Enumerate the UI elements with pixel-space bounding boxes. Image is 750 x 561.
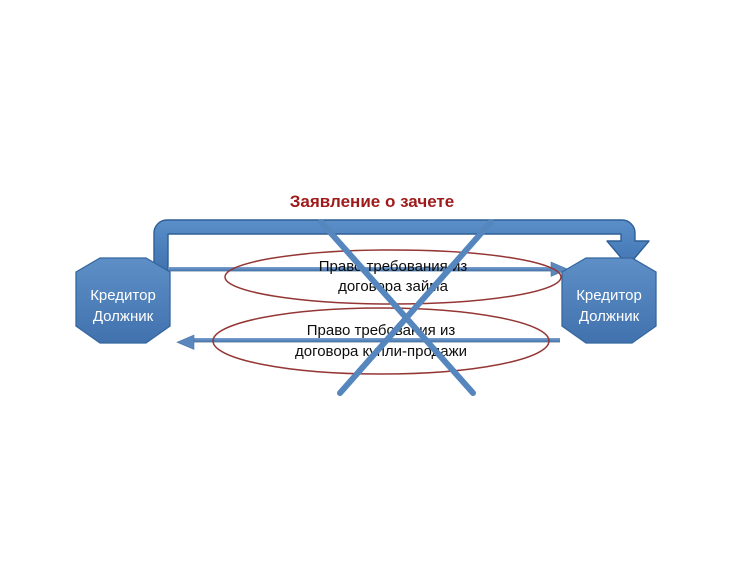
lower-claim-connector-arrow <box>176 334 560 350</box>
node-right-party-label-line2: Должник <box>579 308 640 325</box>
node-left-party-label-line2: Должник <box>93 308 154 325</box>
node-right-party[interactable]: Кредитор Должник <box>561 257 657 344</box>
claim-sale-label-line1: Право требования из <box>307 322 456 339</box>
offset-statement-bracket-arrow <box>153 219 650 287</box>
cancellation-cross-icon <box>318 219 494 396</box>
claim-sale-label-line2: договора купли-продажи <box>295 343 467 360</box>
claim-loan-label-line2: договора займа <box>338 278 448 295</box>
node-left-party[interactable]: Кредитор Должник <box>75 257 171 344</box>
node-right-party-label-line1: Кредитор <box>576 287 642 304</box>
node-left-party-label-line1: Кредитор <box>90 287 156 304</box>
diagram-title: Заявление о зачете <box>290 192 454 211</box>
claim-loan-ellipse[interactable]: Право требования из договора займа <box>224 249 562 305</box>
